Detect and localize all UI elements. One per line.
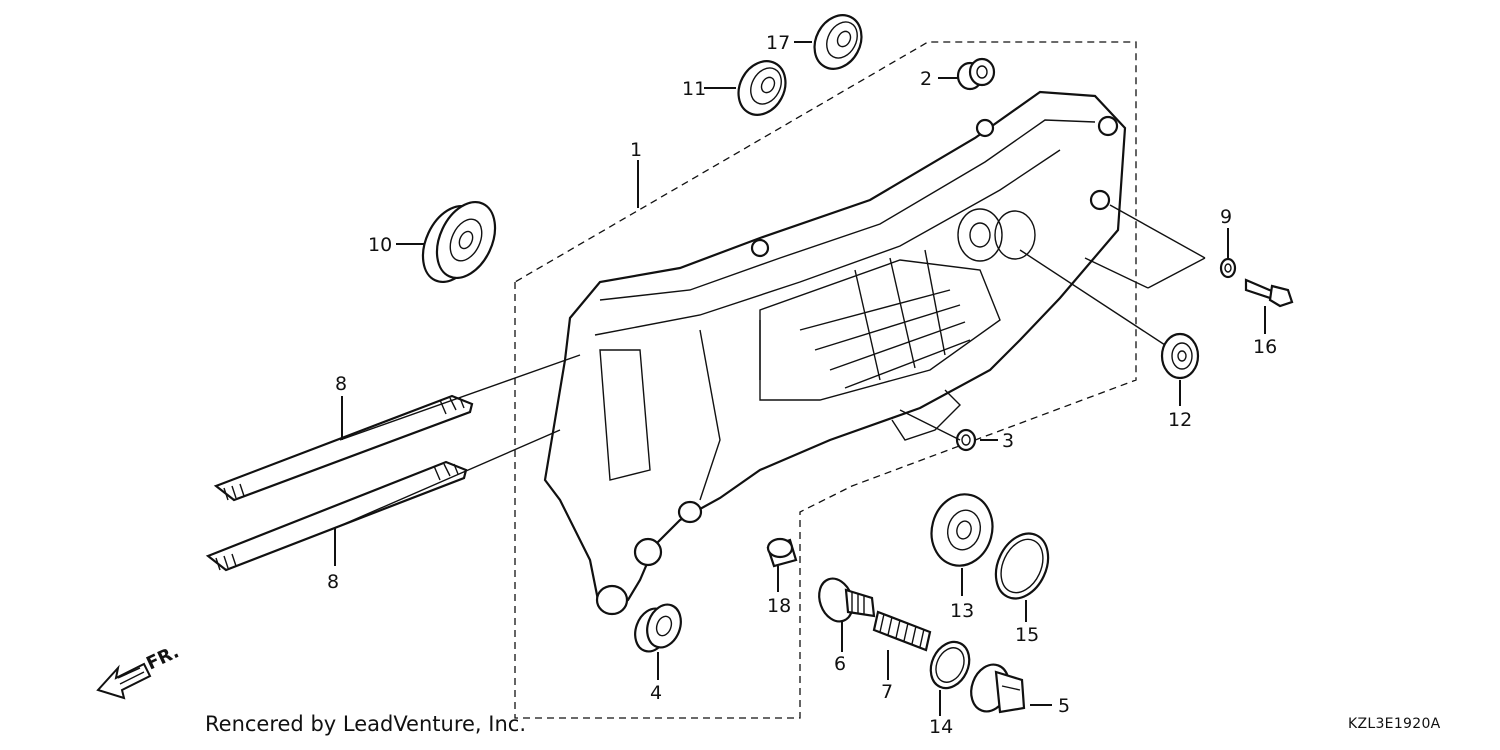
callout-11: 11 [682, 78, 706, 100]
bearing-11-part[interactable] [729, 53, 794, 123]
stud-bolt-8-lower-part[interactable] [205, 460, 468, 572]
callout-12: 12 [1168, 409, 1192, 431]
washer-9-part[interactable] [1219, 257, 1237, 279]
callout-1: 1 [630, 139, 642, 161]
collar-2-part[interactable] [956, 57, 996, 91]
bearing-10-part[interactable] [412, 193, 507, 291]
callout-10: 10 [368, 234, 392, 256]
collar-18-part[interactable] [766, 537, 798, 568]
render-credit: Rencered by LeadVenture, Inc. [205, 712, 526, 736]
diagram-code: KZL3E1920A [1348, 716, 1441, 732]
front-direction-label: FR. [143, 641, 182, 674]
callout-4: 4 [650, 682, 662, 704]
bolt-16-part[interactable] [1244, 278, 1294, 308]
callout-14: 14 [929, 716, 953, 738]
callout-8-lower: 8 [327, 571, 339, 593]
oil-seal-12-part[interactable] [1160, 332, 1200, 380]
callout-13: 13 [950, 600, 974, 622]
drain-plug-5-part[interactable] [965, 659, 1026, 716]
callout-9: 9 [1220, 206, 1232, 228]
callout-17: 17 [766, 32, 790, 54]
callout-5: 5 [1058, 695, 1070, 717]
oil-seal-13-part[interactable] [924, 487, 1001, 572]
stud-bolt-8-upper-part[interactable] [213, 394, 474, 502]
bolt-6-part[interactable] [813, 574, 876, 626]
bearing-17-part[interactable] [805, 7, 870, 77]
callout-7: 7 [881, 681, 893, 703]
circlip-15-part[interactable] [986, 525, 1058, 607]
dowel-3-part[interactable] [955, 428, 977, 452]
front-direction-arrow-icon: FR. [96, 641, 182, 700]
spring-7-part[interactable] [872, 610, 932, 652]
leader-lines [334, 41, 1266, 716]
callout-8-upper: 8 [335, 373, 347, 395]
callout-3: 3 [1002, 430, 1014, 452]
assembly-boundary [514, 41, 1137, 719]
callout-18: 18 [767, 595, 791, 617]
callout-2: 2 [920, 68, 932, 90]
callout-16: 16 [1253, 336, 1277, 358]
bearing-4-part[interactable] [629, 600, 686, 656]
callout-labels: 1 2 3 4 5 6 7 8 8 9 10 11 12 13 14 15 16… [327, 32, 1277, 738]
callout-6: 6 [834, 653, 846, 675]
left-crankcase-part[interactable] [543, 90, 1127, 616]
callout-15: 15 [1015, 624, 1039, 646]
o-ring-14-part[interactable] [924, 636, 977, 695]
